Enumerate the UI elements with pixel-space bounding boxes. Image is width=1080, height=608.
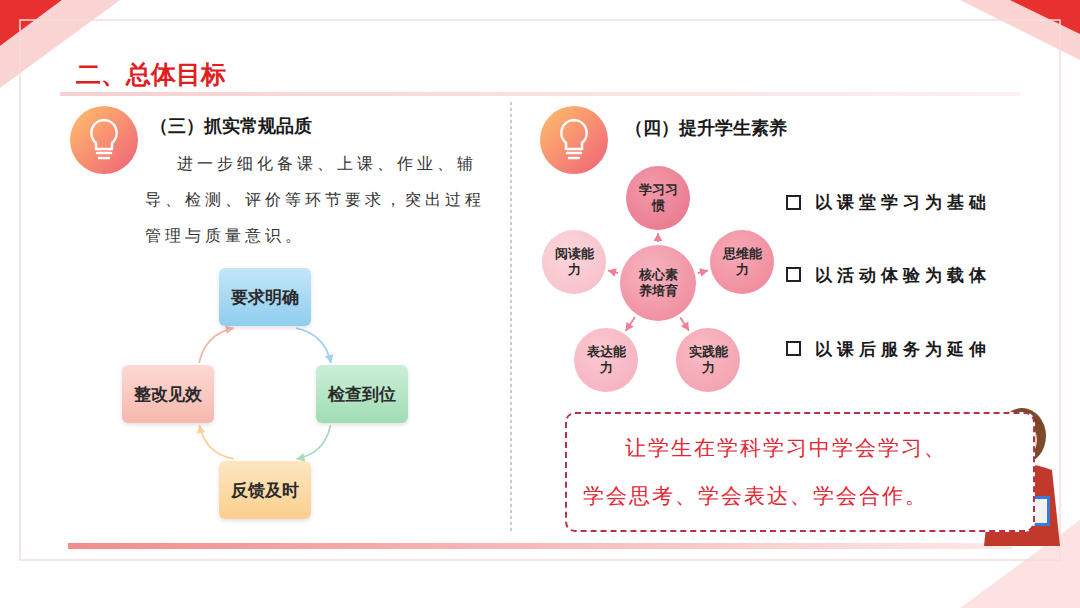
connector: [680, 317, 689, 330]
node-text: 学习习惯: [637, 182, 679, 214]
checkbox-symbol: [787, 196, 800, 355]
connector-line: [626, 317, 635, 331]
body-text: 进一步细化备课、上课、作业、辅导、检测、评价等环节要求，突出过程管理与质量意识。: [145, 146, 499, 254]
connector: [296, 328, 333, 363]
skill-circle: 表达能力: [574, 328, 638, 392]
cycle-step-box: 整改见效: [122, 365, 214, 423]
bulb-icon: [540, 106, 608, 174]
check-item: 以活动体验为载体: [815, 264, 991, 287]
node-text: 让学生在学科学习中学会学习、学会思考、学会表达、学会合作。: [583, 424, 963, 520]
connector: [626, 317, 635, 331]
check-item: 以课堂学习为基础: [815, 191, 991, 214]
node-text: 表达能力: [585, 344, 627, 376]
check-item: 以课后服务为延伸: [815, 338, 991, 361]
section-heading: （四）提升学生素养: [625, 116, 787, 140]
arrow-head: [197, 425, 206, 434]
connector: [199, 325, 234, 362]
node-text: 核心素养培育: [637, 267, 679, 299]
title-rule: [60, 92, 1020, 96]
node-text: 实践能力: [687, 344, 729, 376]
node-text: 阅读能力: [553, 246, 595, 278]
divider-line: [511, 102, 512, 532]
cycle-step-box: 检查到位: [316, 365, 408, 423]
node-text: 思维能力: [721, 246, 763, 278]
bottom-bar: [68, 543, 1012, 549]
connector-line: [199, 328, 234, 363]
connector-line: [296, 328, 331, 363]
connector: [608, 268, 618, 277]
node-text: 要求明确: [231, 286, 299, 309]
connector: [296, 425, 330, 462]
arrow-head: [654, 233, 663, 241]
arrow-head: [225, 325, 234, 334]
arrow-head: [608, 268, 617, 277]
motto-box: 让学生在学科学习中学会学习、学会思考、学会表达、学会合作。: [565, 412, 1035, 532]
connector-line: [296, 425, 330, 459]
skill-circle: 学习习惯: [626, 166, 690, 230]
skill-circle: 实践能力: [676, 328, 740, 392]
core-circle: 核心素养培育: [620, 245, 696, 321]
connector-line: [199, 425, 233, 459]
arrow-head: [681, 322, 689, 331]
skill-circle: 阅读能力: [542, 230, 606, 294]
section-heading: （三）抓实常规品质: [150, 114, 312, 138]
node-text: 反馈及时: [231, 479, 299, 502]
cycle-step-box: 要求明确: [219, 268, 311, 326]
connector: [654, 233, 663, 242]
node-text: 检查到位: [328, 383, 396, 406]
bulb-icon: [70, 106, 138, 174]
connector: [197, 425, 234, 459]
arrow-head: [626, 322, 634, 331]
skill-circle: 思维能力: [710, 230, 774, 294]
arrow-head: [699, 268, 708, 277]
connector-line: [680, 317, 689, 330]
node-text: 整改见效: [134, 383, 202, 406]
card-frame: [20, 20, 1060, 560]
arrow-head: [325, 354, 334, 363]
page-title: 二、总体目标: [76, 58, 226, 91]
cycle-step-box: 反馈及时: [219, 461, 311, 519]
connector: [698, 268, 708, 277]
